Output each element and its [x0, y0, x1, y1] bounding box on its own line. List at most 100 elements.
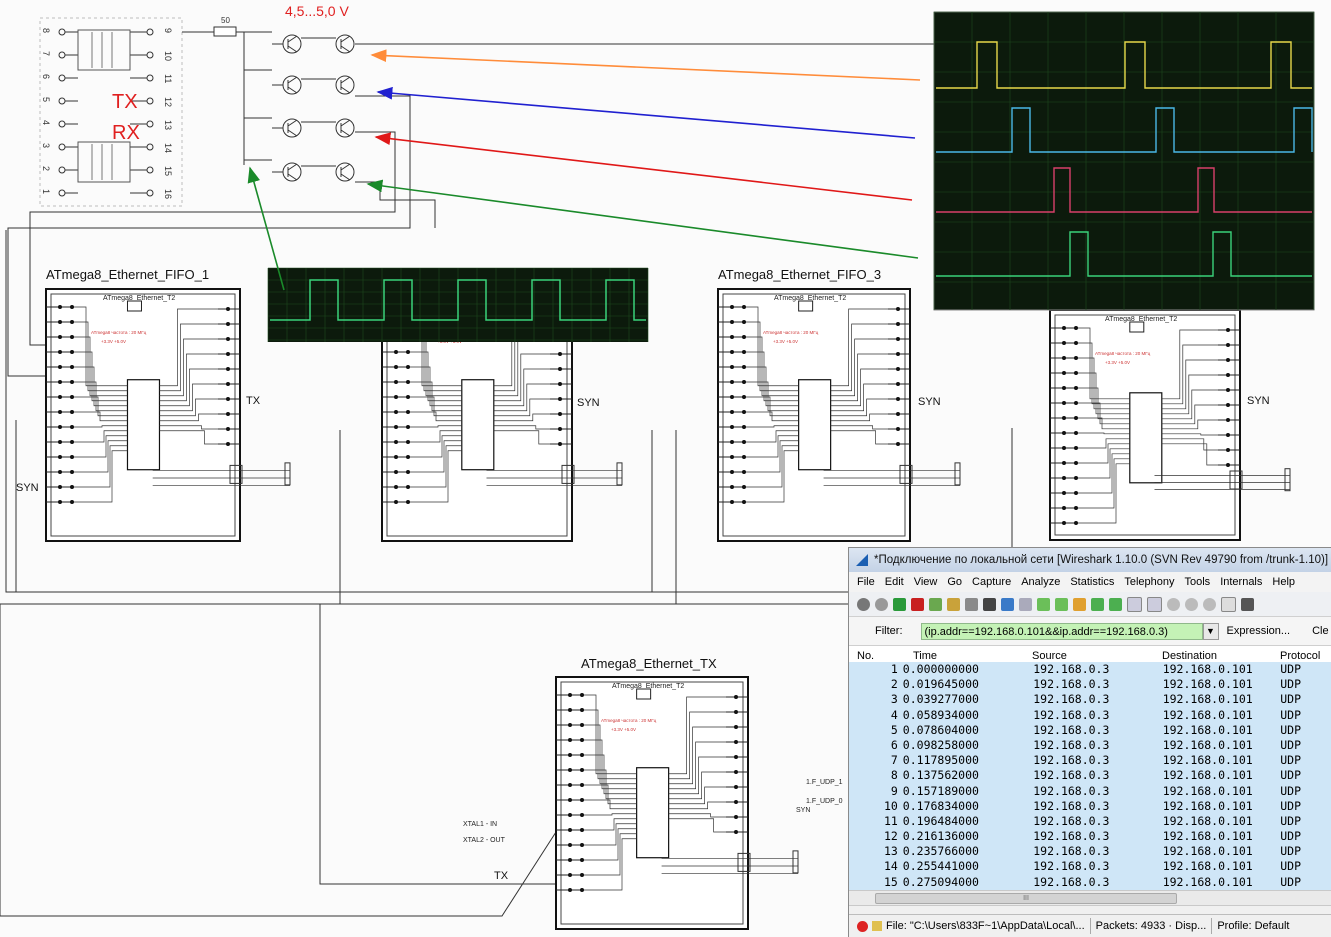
board-note: ATmega8 частота : 20 МГц	[763, 330, 819, 335]
packet-cell: 192.168.0.3	[1033, 677, 1110, 692]
menu-internals[interactable]: Internals	[1220, 576, 1263, 588]
packet-cell: 3	[890, 692, 898, 707]
forward-icon[interactable]	[1055, 597, 1068, 611]
expression-button[interactable]: Expression...	[1226, 625, 1291, 637]
back-icon[interactable]	[1037, 597, 1050, 611]
last-packet-icon[interactable]	[1109, 597, 1122, 611]
board-inner-title: ATmega8_Ethernet_T2	[612, 683, 684, 690]
packet-cell: 192.168.0.3	[1033, 829, 1110, 844]
restart-capture-icon[interactable]	[929, 597, 942, 611]
scrollbar-thumb[interactable]: III	[875, 893, 1177, 904]
edit-comment-icon[interactable]	[872, 921, 882, 931]
find-icon[interactable]	[1019, 597, 1032, 611]
packet-cell: UDP	[1280, 722, 1301, 737]
options-icon[interactable]	[875, 597, 888, 611]
col-protocol[interactable]: Protocol	[1280, 650, 1321, 662]
packet-cell: 0.157189000	[902, 783, 979, 798]
colorize-icon[interactable]	[1127, 596, 1142, 612]
board-inner-title: ATmega8_Ethernet_T2	[774, 295, 846, 302]
packet-cell: 6	[890, 737, 898, 752]
col-time[interactable]: Time	[913, 650, 938, 662]
reload-icon[interactable]	[1001, 597, 1014, 611]
pin-label: 7	[41, 51, 51, 56]
stop-capture-icon[interactable]	[911, 597, 924, 611]
horizontal-scrollbar[interactable]: III	[849, 890, 1331, 906]
clear-button[interactable]: Cle	[1312, 625, 1329, 637]
transistor-array	[272, 34, 355, 182]
close-file-icon[interactable]	[983, 597, 996, 611]
packet-cell: 192.168.0.101	[1162, 829, 1253, 844]
xtal1-label: XTAL1 - IN	[463, 821, 497, 828]
zoom-in-icon[interactable]	[1167, 597, 1180, 611]
menu-view[interactable]: View	[913, 576, 938, 588]
menu-edit[interactable]: Edit	[884, 576, 904, 588]
menu-tools[interactable]: Tools	[1184, 576, 1211, 588]
first-packet-icon[interactable]	[1091, 597, 1104, 611]
autoscroll-icon[interactable]	[1147, 596, 1162, 612]
board-title-fifo-1: ATmega8_Ethernet_FIFO_1	[46, 267, 209, 282]
col-no[interactable]: No.	[857, 650, 875, 662]
expert-info-icon[interactable]	[857, 920, 868, 932]
status-separator	[1211, 918, 1213, 934]
packet-cell: 192.168.0.3	[1033, 859, 1110, 874]
col-source[interactable]: Source	[1032, 650, 1067, 662]
arrow-red	[374, 132, 913, 201]
menu-capture[interactable]: Capture	[972, 576, 1012, 588]
interfaces-icon[interactable]	[857, 597, 870, 611]
atmega8-chip	[798, 379, 832, 471]
start-capture-icon[interactable]	[893, 597, 906, 611]
capture-filters-icon[interactable]	[1241, 597, 1254, 611]
resistor-label: 50	[221, 16, 230, 25]
packet-cell: 11	[883, 813, 898, 828]
menu-help[interactable]: Help	[1272, 576, 1296, 588]
display-filter-input[interactable]: (ip.addr==192.168.0.101&&ip.addr==192.16…	[920, 622, 1203, 640]
menu-telephony[interactable]: Telephony	[1124, 576, 1175, 588]
menu-statistics[interactable]: Statistics	[1070, 576, 1115, 588]
atmega8-chip	[636, 767, 670, 859]
board2-syn-label: SYN	[577, 397, 600, 409]
zoom-normal-icon[interactable]	[1203, 597, 1216, 611]
goto-icon[interactable]	[1073, 597, 1086, 611]
packet-cell: 0.196484000	[902, 813, 979, 828]
packet-cell: 9	[890, 783, 898, 798]
menu-go[interactable]: Go	[947, 576, 963, 588]
txboard-syn: SYN	[796, 807, 810, 814]
arrow-blue	[376, 86, 916, 139]
packet-cell: UDP	[1280, 859, 1301, 874]
col-destination[interactable]: Destination	[1162, 650, 1218, 662]
filter-dropdown-icon[interactable]: ▼	[1202, 622, 1219, 640]
packet-cell: 0.235766000	[902, 844, 979, 859]
open-icon[interactable]	[947, 597, 960, 611]
zoom-out-icon[interactable]	[1185, 597, 1198, 611]
menu-analyze[interactable]: Analyze	[1021, 576, 1061, 588]
txboard-out1: 1.F_UDP_1	[806, 779, 843, 786]
filter-toolbar: Filter: (ip.addr==192.168.0.101&&ip.addr…	[849, 617, 1331, 646]
save-icon[interactable]	[965, 597, 978, 611]
packet-cell: UDP	[1280, 874, 1301, 889]
packet-cell: 192.168.0.101	[1162, 874, 1253, 889]
wireshark-window[interactable]: *Подключение по локальной сети [Wireshar…	[848, 547, 1331, 937]
wireshark-title-bar[interactable]: *Подключение по локальной сети [Wireshar…	[849, 548, 1331, 572]
resize-columns-icon[interactable]	[1221, 596, 1236, 612]
menu-file[interactable]: File	[857, 576, 875, 588]
scope-single-channel	[267, 267, 649, 342]
packet-cell: 192.168.0.3	[1033, 813, 1110, 828]
pin-label: 8	[41, 28, 51, 33]
